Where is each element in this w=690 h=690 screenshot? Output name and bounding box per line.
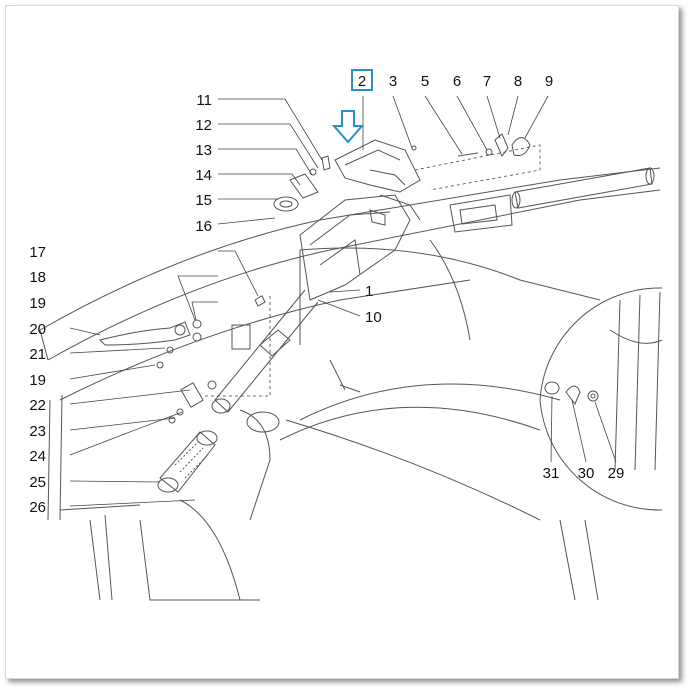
callout-14: 14 (195, 167, 212, 184)
callout-19b: 19 (29, 372, 46, 389)
callout-21: 21 (29, 346, 46, 363)
callout-22: 22 (29, 397, 46, 414)
callout-labels: 2 3 5 6 7 8 9 11 12 13 14 15 16 17 18 19… (29, 73, 624, 516)
callout-1: 1 (365, 283, 373, 300)
callout-2: 2 (358, 73, 366, 90)
callout-23: 23 (29, 423, 46, 440)
small-hardware (156, 133, 531, 424)
callout-17: 17 (29, 244, 46, 261)
leader-lines (69, 95, 617, 507)
callout-11: 11 (196, 92, 212, 109)
highlight-box (351, 69, 373, 91)
lower-body (47, 239, 599, 601)
handlebar-tube (211, 289, 319, 414)
callout-25: 25 (29, 474, 46, 491)
detail-inset (285, 287, 663, 521)
callout-24: 24 (29, 448, 46, 465)
upper-shaft (449, 167, 655, 233)
callout-20: 20 (29, 321, 46, 338)
down-arrow-icon (331, 110, 365, 144)
callout-30: 30 (578, 465, 595, 482)
callout-13: 13 (195, 142, 212, 159)
cover-part-2 (334, 139, 421, 193)
callout-19a: 19 (29, 295, 46, 312)
brake-lever (99, 321, 191, 346)
steering-head (299, 194, 421, 301)
callout-9: 9 (545, 73, 553, 90)
grip (157, 430, 218, 493)
callout-7: 7 (483, 73, 491, 90)
callout-10: 10 (365, 309, 382, 326)
callout-8: 8 (514, 73, 522, 90)
callout-3: 3 (389, 73, 397, 90)
callout-31: 31 (543, 465, 560, 482)
frame-tube (39, 167, 661, 401)
callout-18: 18 (29, 269, 46, 286)
callout-5: 5 (421, 73, 429, 90)
callout-12: 12 (195, 117, 212, 134)
callout-29: 29 (608, 465, 625, 482)
callout-16: 16 (195, 218, 212, 235)
callout-26: 26 (29, 499, 46, 516)
callout-15: 15 (195, 192, 212, 209)
callout-6: 6 (453, 73, 461, 90)
